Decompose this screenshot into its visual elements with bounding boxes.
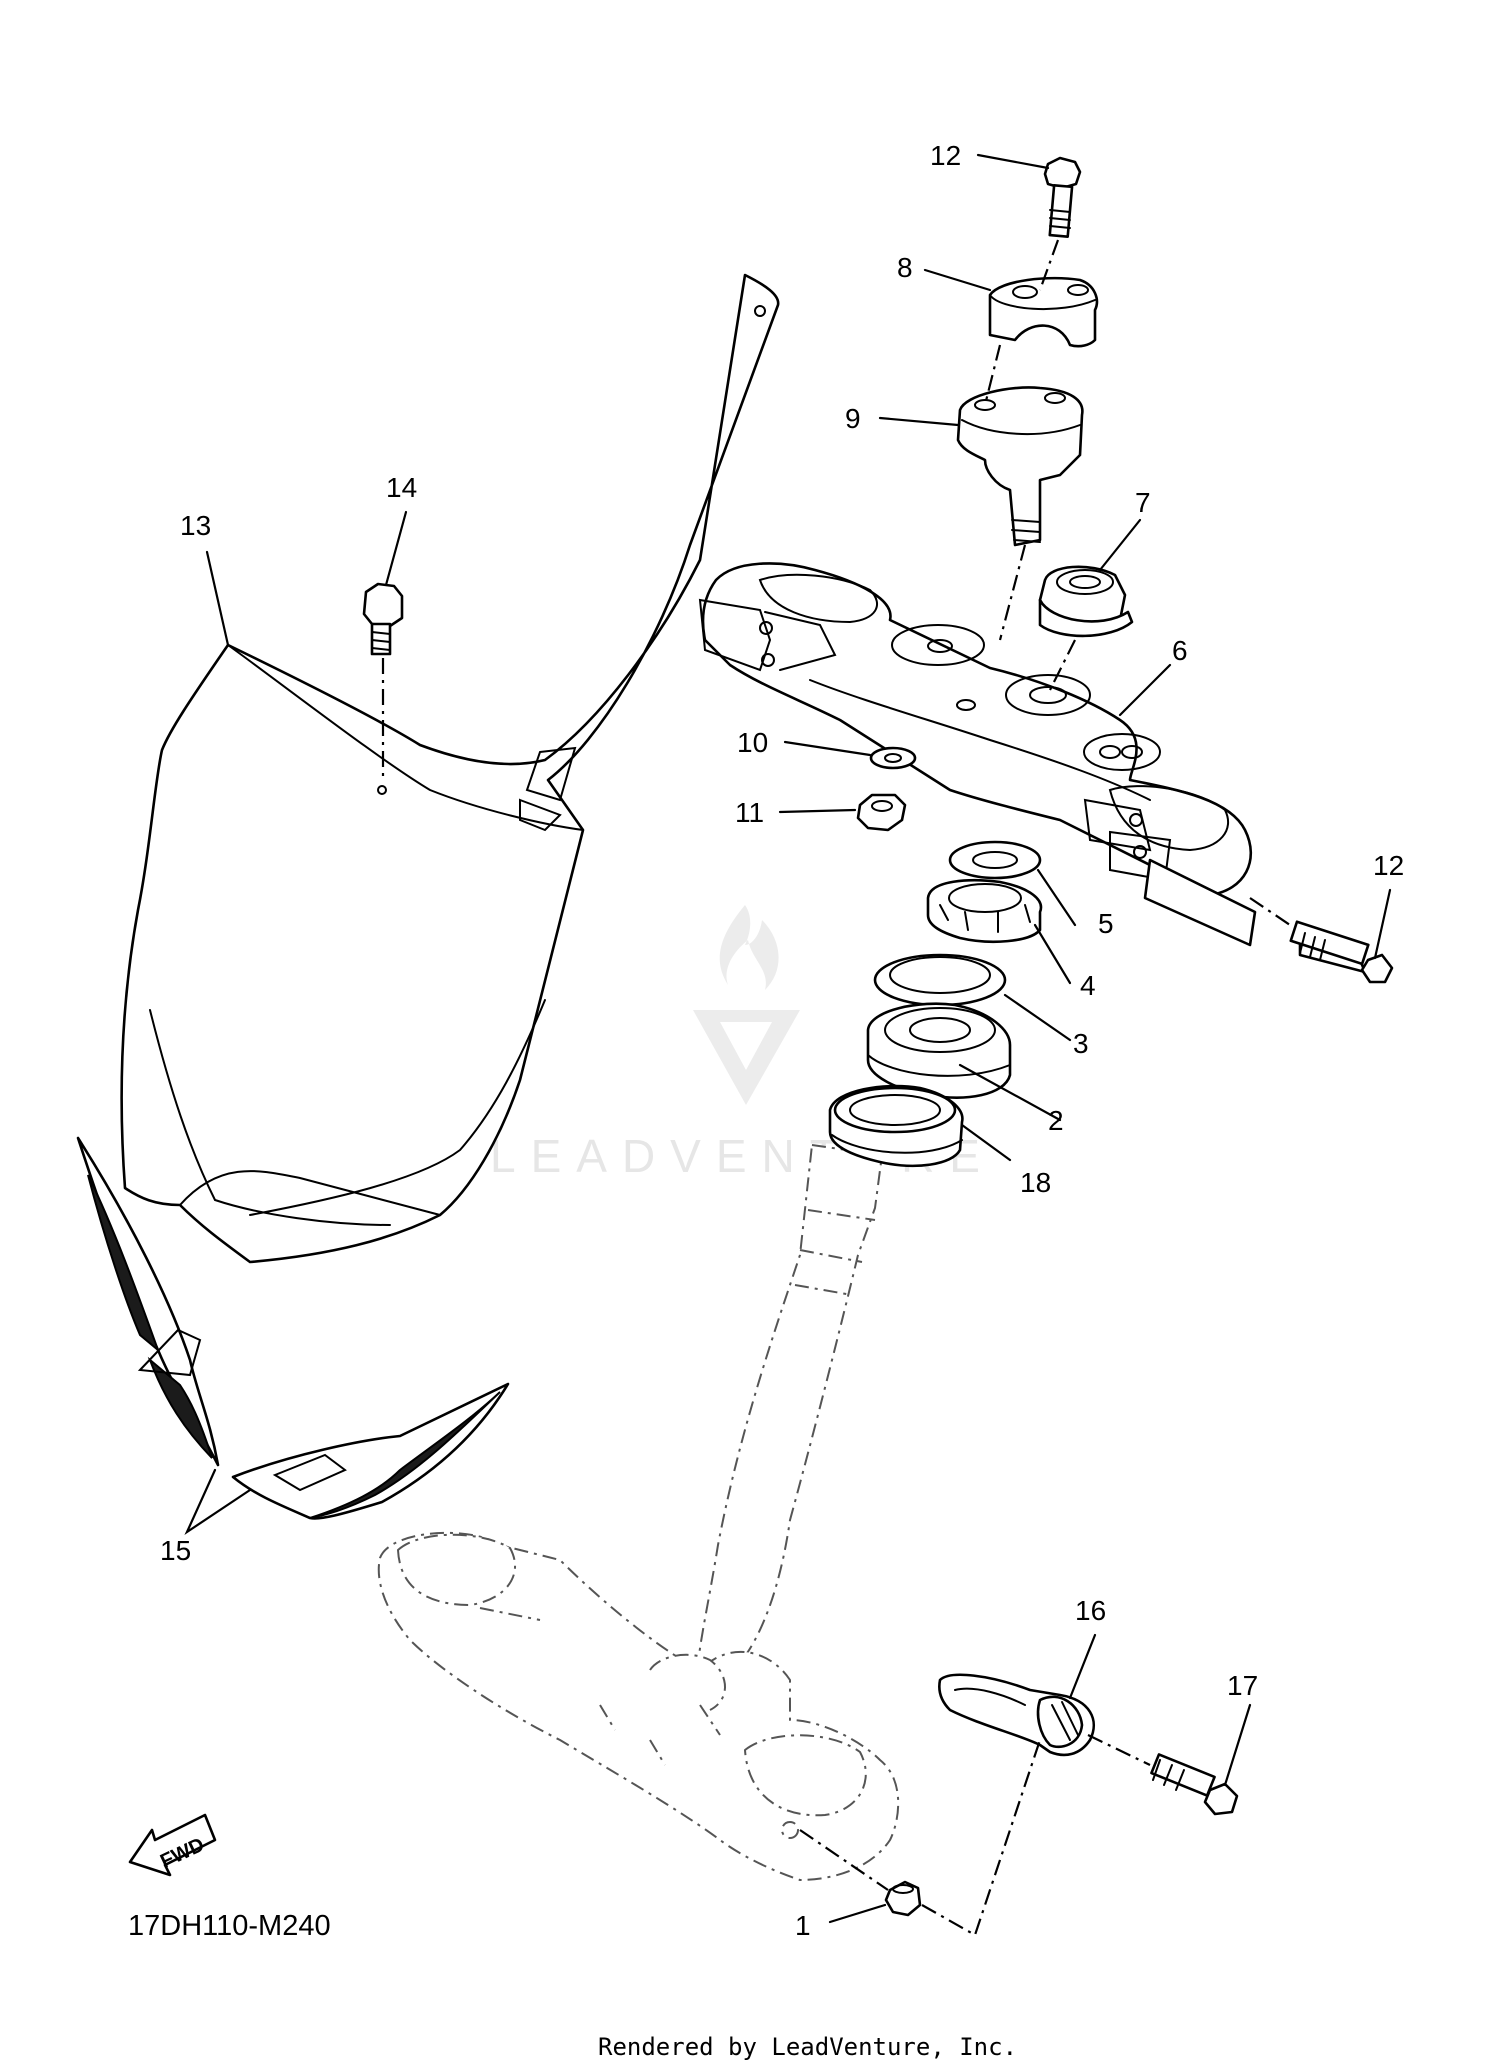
render-credit: Rendered by LeadVenture, Inc.	[598, 2033, 1017, 2061]
callout-10: 10	[737, 727, 768, 758]
callout-labels: 1 2 3 4 5 6 7 8 9 10 11 12 12 13 14 15 1…	[160, 140, 1404, 1941]
part-16-clamp[interactable]	[938, 1673, 1096, 1757]
part-17-bolt[interactable]	[1087, 1734, 1239, 1816]
part-1-plug[interactable]	[799, 1739, 1042, 1937]
part-6-upper-bracket[interactable]	[698, 562, 1257, 947]
part-11-nut[interactable]	[856, 793, 907, 832]
callout-13: 13	[180, 510, 211, 541]
part-7-nut[interactable]	[1038, 565, 1134, 691]
callout-6: 6	[1172, 635, 1188, 666]
callout-16: 16	[1075, 1595, 1106, 1626]
part-2-bearing[interactable]	[866, 1002, 1012, 1099]
callout-12-top: 12	[930, 140, 961, 171]
part-18-bearing[interactable]	[828, 1084, 964, 1168]
lower-bracket-steering-stem	[377, 1144, 900, 1881]
part-10-washer[interactable]	[869, 746, 917, 770]
callout-18: 18	[1020, 1167, 1051, 1198]
callout-14: 14	[386, 472, 417, 503]
callout-17: 17	[1227, 1670, 1258, 1701]
part-8-clamp[interactable]	[988, 276, 1099, 348]
watermark-v-icon	[693, 1010, 800, 1105]
part-12-bolt-top[interactable]	[1038, 156, 1082, 291]
part-14-bolt[interactable]	[362, 582, 404, 780]
part-9-handlebar-holder[interactable]	[956, 344, 1084, 641]
part-5-washer[interactable]	[948, 840, 1042, 880]
callout-12-side: 12	[1373, 850, 1404, 881]
part-15-decal-right[interactable]	[231, 1382, 510, 1520]
callout-9: 9	[845, 403, 861, 434]
callout-3: 3	[1073, 1028, 1089, 1059]
callout-7: 7	[1135, 487, 1151, 518]
diagram-code: 17DH110-M240	[128, 1910, 331, 1942]
leader-lines	[184, 153, 1392, 1924]
callout-5: 5	[1098, 908, 1114, 939]
callout-8: 8	[897, 252, 913, 283]
callout-4: 4	[1080, 970, 1096, 1001]
part-4-ring-nut[interactable]	[926, 878, 1043, 943]
callout-1: 1	[795, 1910, 811, 1941]
part-3-seal[interactable]	[873, 953, 1007, 1007]
part-12-bolt-side[interactable]	[1249, 897, 1394, 984]
part-13-number-plate[interactable]	[120, 273, 780, 1264]
fwd-arrow-icon: FWD	[128, 1813, 217, 1877]
callout-11: 11	[735, 797, 764, 828]
callout-2: 2	[1048, 1105, 1064, 1136]
callout-15: 15	[160, 1535, 191, 1566]
watermark-flame-icon	[719, 905, 779, 990]
part-15-decal-left[interactable]	[76, 1136, 220, 1467]
